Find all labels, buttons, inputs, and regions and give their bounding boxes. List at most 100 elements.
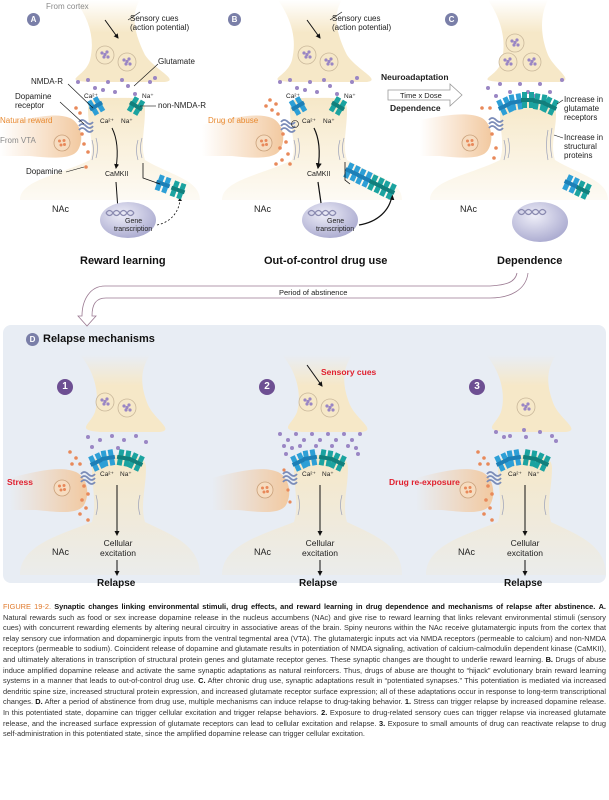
- nac-spine: [20, 97, 200, 200]
- panel-a-badge: A: [27, 13, 40, 26]
- non-nmda-receptor-label: non-NMDA-R: [158, 101, 207, 110]
- increase-structural-label-1: Increase in: [564, 133, 604, 142]
- ca-ion-label-a2: Ca²⁺: [100, 118, 114, 125]
- dopamine-receptor-label-1: Dopamine: [15, 92, 52, 101]
- caption-heading: Synaptic changes linking environmental s…: [54, 602, 596, 611]
- nac-label-b: NAc: [254, 204, 272, 214]
- gene-label-a: Gene: [125, 218, 143, 225]
- relapse-mechanism-3: [416, 355, 606, 576]
- caption-tag-3: 3.: [379, 718, 386, 728]
- figure-label: FIGURE 19-2.: [3, 602, 51, 611]
- mechanism-2-badge: 2: [259, 379, 275, 395]
- caption-tag-c: C.: [198, 676, 206, 686]
- caption-tag-1: 1.: [404, 697, 412, 707]
- from-cortex-label: From cortex: [46, 2, 89, 11]
- mechanism-3-badge: 3: [469, 379, 485, 395]
- mechanism-1-badge: 1: [57, 379, 73, 395]
- drug-of-abuse-label: Drug of abuse: [208, 116, 259, 125]
- ca-ion-label-d2: Ca²⁺: [302, 471, 316, 478]
- natural-reward-label: Natural reward: [0, 116, 53, 125]
- increase-structural-label-2: structural: [564, 142, 597, 151]
- caption-text-1: Stress can trigger relapse by increased …: [3, 697, 607, 717]
- transcription-label-b: transcription: [316, 226, 355, 233]
- nac-label-c: NAc: [460, 204, 478, 214]
- panel-c-badge: C: [445, 13, 458, 26]
- panel-b-badge: B: [228, 13, 241, 26]
- na-ion-label-d2: Na⁺: [322, 471, 334, 478]
- increase-structural-label-3: proteins: [564, 151, 593, 160]
- synaptic-diagram: [0, 0, 608, 576]
- excitation-label-d2: excitation: [302, 548, 338, 558]
- camkii-label-b: CaMKII: [307, 171, 331, 178]
- camkii-label-a: CaMKII: [105, 171, 129, 178]
- transcription-label-a: transcription: [114, 226, 153, 233]
- action-potential-label-a: (action potential): [130, 23, 190, 32]
- na-ion-label-d3: Na⁺: [528, 471, 540, 478]
- panel-c: [420, 0, 608, 242]
- nac-label-a: NAc: [52, 204, 70, 214]
- reward-learning-title: Reward learning: [80, 255, 166, 267]
- relapse-label-d1: Relapse: [97, 578, 136, 589]
- out-of-control-title: Out-of-control drug use: [264, 255, 388, 267]
- excitation-label-d3: excitation: [507, 548, 543, 558]
- stress-label: Stress: [7, 477, 33, 487]
- neuroadaptation-arrow: [387, 83, 463, 107]
- sensory-cues-label-b: Sensory cues: [332, 14, 381, 23]
- na-ion-label-d1: Na⁺: [120, 471, 132, 478]
- abstinence-label: Period of abstinence: [279, 288, 348, 297]
- nmda-receptor-label: NMDA-R: [31, 77, 63, 86]
- relapse-label-d3: Relapse: [504, 578, 543, 589]
- panel-d-badge: D: [26, 333, 39, 346]
- caption-tag-2: 2.: [321, 707, 328, 717]
- drug-re-exposure-label: Drug re-exposure: [389, 477, 460, 487]
- caption-text-b: Drugs of abuse induce amplified dopamine…: [3, 654, 607, 686]
- caption-text-c: After chronic drug use, synaptic adaptat…: [3, 676, 606, 707]
- caption-text-d: After a period of abstinence from drug u…: [44, 697, 403, 707]
- na-ion-label-a2: Na⁺: [121, 118, 133, 125]
- increase-glu-label-1: Increase in: [564, 95, 604, 104]
- ca-ion-label-d3: Ca²⁺: [508, 471, 522, 478]
- na-ion-label-b2: Na⁺: [323, 118, 335, 125]
- relapse-label-d2: Relapse: [299, 578, 338, 589]
- caption-tag-b: B.: [545, 654, 553, 664]
- dopamine-receptor-label-2: receptor: [15, 101, 45, 110]
- neuroadaptation-label: Neuroadaptation: [381, 72, 449, 82]
- glutamate-label: Glutamate: [158, 57, 195, 66]
- relapse-mechanisms-title: Relapse mechanisms: [43, 333, 155, 345]
- sensory-cues-label-a: Sensory cues: [130, 14, 179, 23]
- panel-b: [202, 0, 402, 238]
- relapse-mechanism-2: [212, 355, 402, 576]
- caption-text-3: Exposure to small amounts of drug can re…: [3, 718, 606, 739]
- ca-ion-label-b1: Ca²⁺: [286, 93, 300, 100]
- caption-text-2: Exposure to drug-related sensory cues ca…: [3, 707, 606, 728]
- ca-ion-label-a1: Ca²⁺: [84, 93, 98, 100]
- time-dose-label: Time x Dose: [400, 91, 442, 100]
- nac-label-d2: NAc: [254, 547, 272, 557]
- cellular-label-d1: Cellular: [103, 538, 133, 548]
- panel-a: [0, 0, 200, 238]
- ca-ion-label-d1: Ca²⁺: [100, 471, 114, 478]
- cellular-label-d3: Cellular: [510, 538, 540, 548]
- na-ion-label-b1: Na⁺: [344, 93, 356, 100]
- gene-label-b: Gene: [327, 218, 345, 225]
- nac-label-d3: NAc: [458, 547, 476, 557]
- caption-tag-d: D.: [35, 697, 43, 707]
- excitation-label-d1: excitation: [100, 548, 136, 558]
- figure-caption: FIGURE 19-2. Synaptic changes linking en…: [3, 602, 606, 740]
- dopamine-label: Dopamine: [26, 167, 63, 176]
- caption-tag-a: A.: [598, 602, 606, 611]
- from-vta-label: From VTA: [0, 136, 36, 145]
- increase-glu-label-3: receptors: [564, 113, 598, 122]
- dependence-transition-label: Dependence: [390, 103, 441, 113]
- action-potential-label-b: (action potential): [332, 23, 392, 32]
- nac-label-d1: NAc: [52, 547, 70, 557]
- ca-ion-label-b2: Ca²⁺: [302, 118, 316, 125]
- relapse-mechanism-1: [10, 355, 200, 576]
- na-ion-label-a1: Na⁺: [142, 93, 154, 100]
- sensory-cues-trigger-label: Sensory cues: [321, 367, 377, 377]
- caption-text-a: Natural rewards such as food or sex incr…: [3, 612, 606, 664]
- abstinence-arrow: [77, 272, 529, 327]
- cellular-label-d2: Cellular: [305, 538, 335, 548]
- dependence-title: Dependence: [497, 255, 563, 267]
- increase-glu-label-2: glutamate: [564, 104, 600, 113]
